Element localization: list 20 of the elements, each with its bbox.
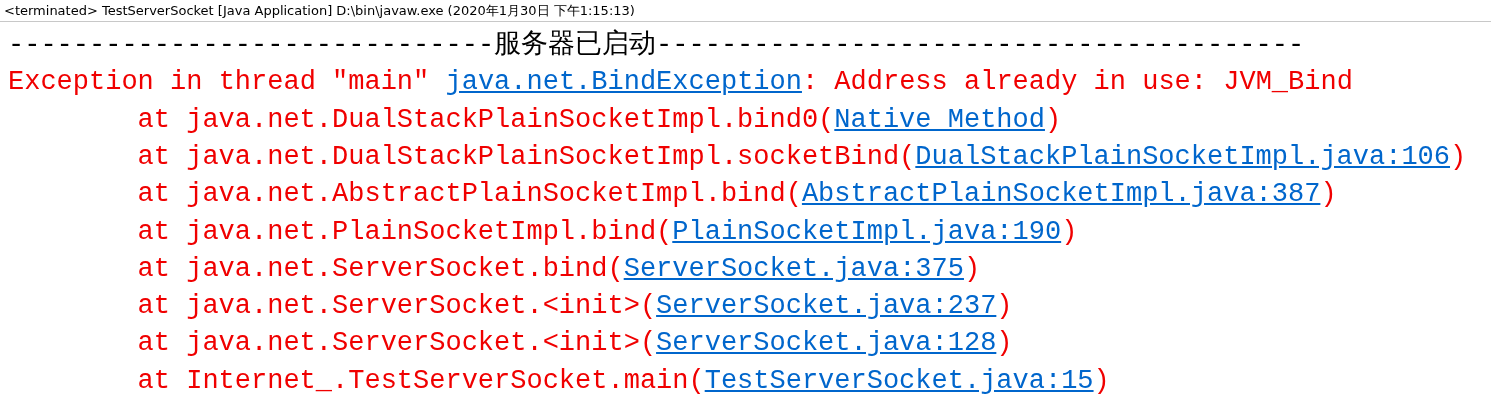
source-link: DualStackPlainSocketImpl.java:106 <box>915 141 1450 172</box>
stack-trace-line: at java.net.AbstractPlainSocketImpl.bind(AbstractPlainSocketImpl.java:387) <box>137 178 1337 212</box>
source-link: java.net.BindException <box>445 67 802 98</box>
stack-trace-line: at java.net.ServerSocket.bind(ServerSocket.java:375) <box>137 252 981 286</box>
stack-trace-line: at java.net.DualStackPlainSocketImpl.bind0(Native Method) <box>137 103 1062 137</box>
source-link: ServerSocket.java:237 <box>656 291 997 322</box>
stack-trace-line: at java.net.ServerSocket.<init>(ServerSocket.java:128) <box>137 327 1013 361</box>
source-link: ServerSocket.java:375 <box>623 253 964 284</box>
source-link: ServerSocket.java:128 <box>656 328 997 359</box>
source-link: AbstractPlainSocketImpl.java:387 <box>801 179 1321 210</box>
stack-trace-line: at java.net.DualStackPlainSocketImpl.socketBind(DualStackPlainSocketImpl.java:106) <box>137 140 1467 174</box>
stack-trace-line: at java.net.PlainSocketImpl.bind(PlainSocketImpl.java:190) <box>137 215 1078 249</box>
console-title-bar: <terminated> TestServerSocket [Java Application] D:\bin\javaw.exe (2020年1月30日 下午1:15:13) <box>0 0 1491 22</box>
source-link: TestServerSocket.java:15 <box>704 365 1094 396</box>
source-link: PlainSocketImpl.java:190 <box>672 216 1062 247</box>
exception-message: Exception in thread "main" java.net.BindException: Address already in use: JVM_Bind <box>8 66 1353 100</box>
source-link: Native Method <box>834 104 1045 135</box>
stack-trace-line: at java.net.ServerSocket.<init>(ServerSocket.java:237) <box>137 290 1013 324</box>
console-output-line: ------------------------------服务器已启动---------------------------------------- <box>8 28 1305 62</box>
stack-trace-line: at Internet_.TestServerSocket.main(TestServerSocket.java:15) <box>137 364 1110 398</box>
